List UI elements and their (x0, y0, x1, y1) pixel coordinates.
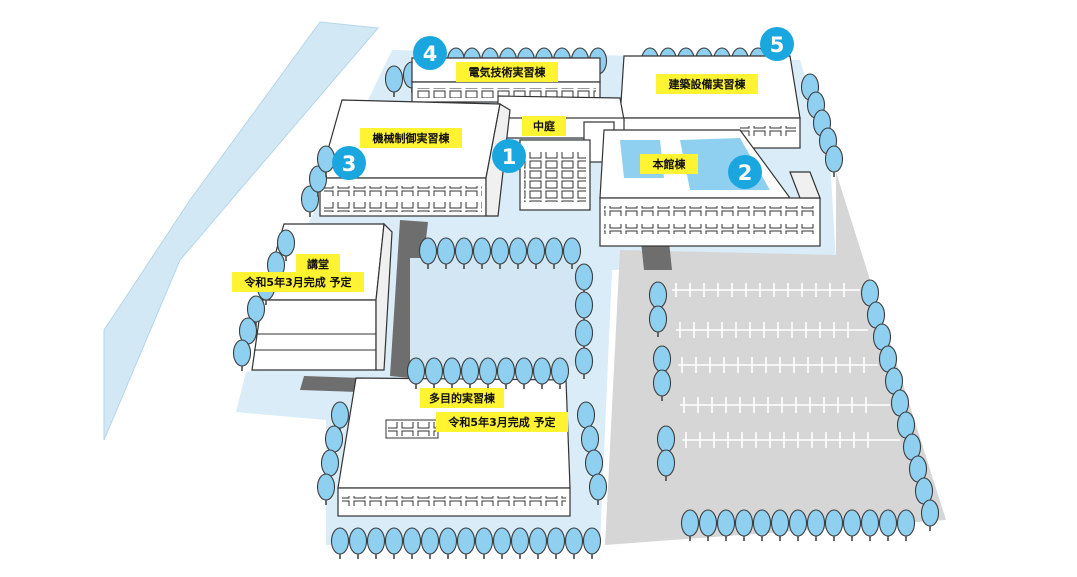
building-kodo (251, 222, 393, 371)
label-denki[interactable]: 電気技術実習棟 (456, 62, 558, 82)
svg-text:電気技術実習棟: 電気技術実習棟 (469, 65, 547, 79)
svg-text:3: 3 (342, 152, 357, 176)
svg-text:建築設備実習棟: 建築設備実習棟 (669, 77, 747, 91)
label-kikai[interactable]: 機械制御実習棟 (360, 128, 462, 148)
svg-text:5: 5 (770, 33, 785, 57)
building-tamokuteki (337, 377, 571, 517)
walkway (300, 376, 362, 392)
label-tamokuteki[interactable]: 多目的実習棟 令和5年3月完成 予定 (420, 388, 568, 432)
label-kodo[interactable]: 講堂 令和5年3月完成 予定 (232, 254, 364, 292)
svg-text:2: 2 (738, 161, 753, 185)
svg-text:1: 1 (502, 145, 517, 169)
parking-spaces (672, 283, 900, 448)
svg-text:中庭: 中庭 (533, 119, 555, 133)
svg-text:機械制御実習棟: 機械制御実習棟 (373, 131, 451, 145)
svg-text:令和5年3月完成 予定: 令和5年3月完成 予定 (243, 275, 351, 289)
label-nakaniwa[interactable]: 中庭 (522, 116, 566, 136)
marker-3[interactable]: 3 (332, 146, 366, 180)
river (103, 21, 379, 441)
svg-text:4: 4 (423, 42, 438, 66)
svg-text:多目的実習棟: 多目的実習棟 (429, 391, 496, 405)
label-honkan[interactable]: 本館棟 (640, 154, 698, 174)
marker-4[interactable]: 4 (413, 36, 447, 70)
marker-2[interactable]: 2 (728, 155, 762, 189)
svg-text:講堂: 講堂 (307, 257, 329, 271)
marker-1[interactable]: 1 (492, 139, 526, 173)
svg-text:本館棟: 本館棟 (653, 157, 687, 171)
parking-lot (605, 172, 946, 545)
courtyard-lawn (410, 258, 578, 366)
marker-5[interactable]: 5 (760, 27, 794, 61)
label-kenchiku[interactable]: 建築設備実習棟 (656, 74, 758, 94)
svg-text:令和5年3月完成 予定: 令和5年3月完成 予定 (447, 415, 555, 429)
